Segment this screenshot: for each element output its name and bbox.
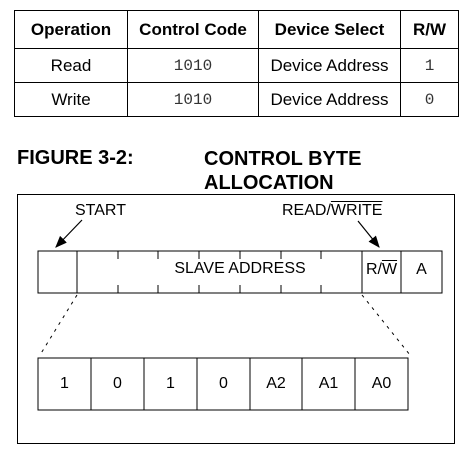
rw-bit-label: R/W [365, 261, 398, 278]
table-cell: Device Address [258, 48, 401, 83]
bit-cell: 0 [113, 375, 122, 392]
start-arrow [55, 219, 83, 248]
read-write-arrow [357, 220, 380, 248]
bit-cell: 1 [166, 375, 175, 392]
expand-right-line [361, 294, 411, 356]
table-cell: 1 [400, 48, 459, 83]
table-cell: Write [14, 82, 128, 117]
table-row: Read 1010 Device Address 1 [14, 48, 459, 83]
bits-row-frame [37, 357, 409, 411]
bit-cell: A2 [266, 375, 286, 392]
column-header: R/W [400, 10, 459, 49]
diagram-lines [37, 219, 443, 411]
table-header-row: Operation Control Code Device Select R/W [14, 10, 459, 49]
figure-label: FIGURE 3-2: [17, 147, 134, 169]
table-cell: 1010 [127, 48, 259, 83]
bit-cell: A0 [371, 375, 392, 392]
bit-cell: 0 [219, 375, 228, 392]
figure-title: CONTROL BYTE ALLOCATION [204, 148, 362, 194]
table-cell: 0 [400, 82, 459, 117]
expand-left-line [39, 294, 78, 356]
column-header: Operation [14, 10, 128, 49]
control-byte-diagram: START READ/WRITE SLAVE ADDRESS R/W A 1 0… [17, 194, 455, 444]
column-header: Device Select [258, 10, 401, 49]
read-write-label: READ/WRITE [282, 202, 383, 219]
ack-bit-label: A [416, 261, 427, 278]
bit-cell: A1 [318, 375, 339, 392]
start-label: START [75, 202, 126, 219]
table-row: Write 1010 Device Address 0 [14, 82, 459, 117]
operation-table: Operation Control Code Device Select R/W… [14, 10, 459, 117]
table-cell: 1010 [127, 82, 259, 117]
bit-cell: 1 [60, 375, 69, 392]
table-cell: Read [14, 48, 128, 83]
table-cell: Device Address [258, 82, 401, 117]
slave-address-label: SLAVE ADDRESS [174, 260, 306, 277]
column-header: Control Code [127, 10, 259, 49]
